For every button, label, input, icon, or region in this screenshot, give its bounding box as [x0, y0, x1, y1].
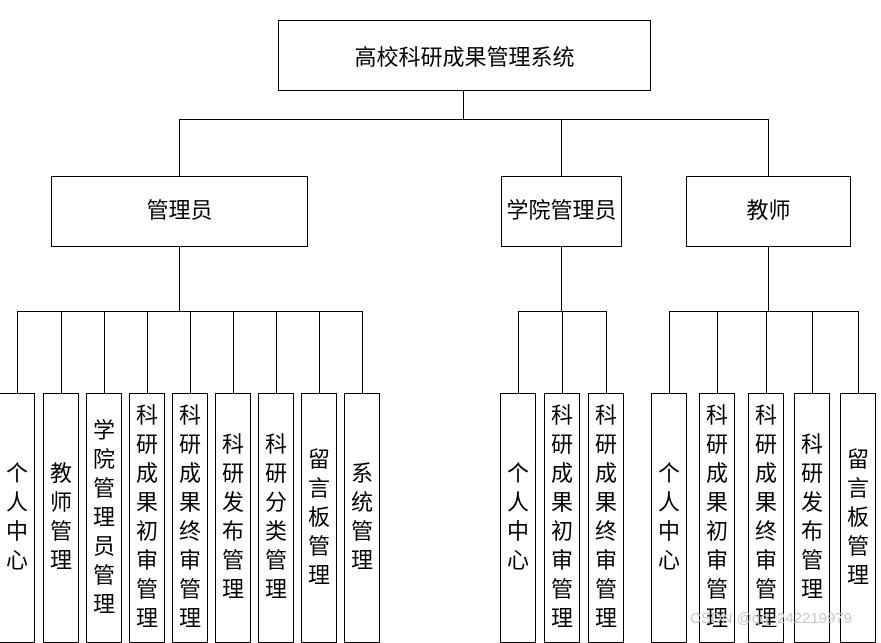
connector: [766, 311, 768, 393]
connector: [179, 246, 181, 311]
module-node: 科研成果初审管理: [129, 393, 165, 643]
connector: [812, 311, 814, 393]
connector: [190, 311, 192, 393]
connector: [669, 311, 859, 313]
module-node: 个人中心: [0, 393, 35, 643]
module-node: 教师管理: [43, 393, 79, 643]
role-node-admin: 管理员: [51, 176, 308, 247]
connector: [518, 311, 520, 393]
module-node: 系统管理: [344, 393, 380, 643]
connector: [233, 311, 235, 393]
connector: [179, 119, 769, 121]
connector: [717, 311, 719, 393]
module-node: 留言板管理: [840, 393, 876, 643]
module-node: 科研发布管理: [794, 393, 830, 643]
module-node: 留言板管理: [301, 393, 337, 643]
connector: [669, 311, 671, 393]
module-node: 个人中心: [500, 393, 536, 643]
connector: [362, 311, 364, 393]
connector: [561, 119, 563, 177]
connector: [276, 311, 278, 393]
module-node: 科研发布管理: [215, 393, 251, 643]
connector: [104, 311, 106, 393]
connector: [858, 311, 860, 393]
root-node: 高校科研成果管理系统: [278, 20, 651, 91]
connector: [319, 311, 321, 393]
role-node-teacher: 教师: [686, 176, 851, 247]
watermark-text: CSDN @qq_242219979: [690, 610, 853, 627]
connector: [147, 311, 149, 393]
connector: [463, 90, 465, 120]
module-node: 学院管理员管理: [86, 393, 122, 643]
module-node: 科研成果终审管理: [172, 393, 208, 643]
role-node-college-admin: 学院管理员: [501, 176, 622, 247]
module-node: 科研成果初审管理: [544, 393, 580, 643]
connector: [768, 119, 770, 177]
connector: [17, 311, 19, 393]
connector: [606, 311, 608, 393]
connector: [562, 311, 564, 393]
module-node: 科研分类管理: [258, 393, 294, 643]
connector: [17, 311, 362, 313]
connector: [561, 246, 563, 311]
module-node: 科研成果初审管理: [699, 393, 735, 643]
module-node: 个人中心: [651, 393, 687, 643]
connector: [61, 311, 63, 393]
module-node: 科研成果终审管理: [588, 393, 624, 643]
connector: [768, 246, 770, 311]
connector: [179, 119, 181, 177]
module-node: 科研成果终审管理: [748, 393, 784, 643]
